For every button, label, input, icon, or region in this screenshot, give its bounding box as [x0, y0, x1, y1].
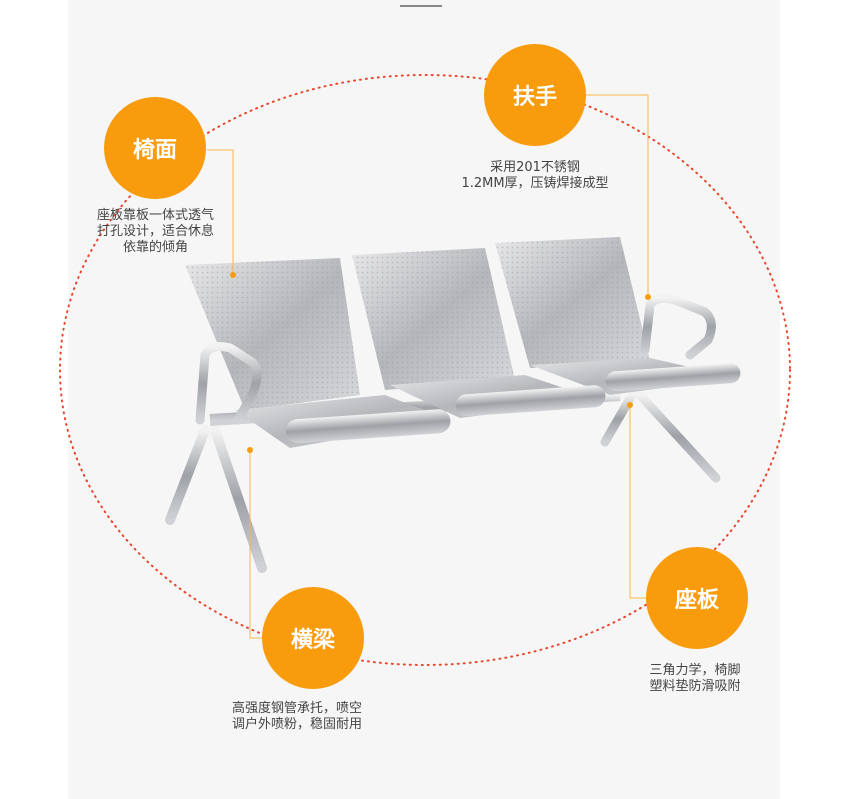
desc-line: 三角力学，椅脚 — [649, 663, 741, 678]
divider — [400, 5, 442, 7]
chair-legs — [165, 390, 721, 573]
leader-dots — [230, 272, 651, 453]
callout-title: 椅面 — [132, 138, 177, 163]
callout-seat-surface-circle: 椅面 — [104, 97, 206, 199]
callout-armrest-circle: 扶手 — [484, 44, 586, 146]
desc-line: 调户外喷粉，稳固耐用 — [232, 717, 363, 732]
callout-armrest-desc: 采用201不锈钢 1.2MM厚，压铸焊接成型 — [430, 160, 640, 192]
desc-line: 打孔设计，适合休息 — [96, 224, 214, 239]
callout-seat-board-circle: 座板 — [646, 547, 748, 649]
leader-lines — [207, 94, 649, 639]
armrests — [195, 293, 716, 425]
desc-line: 1.2MM厚，压铸焊接成型 — [461, 176, 609, 191]
desc-line: 座板靠板一体式透气 — [96, 208, 214, 223]
callout-seat-board-desc: 三角力学，椅脚 塑料垫防滑吸附 — [630, 663, 760, 695]
chair-seats — [235, 358, 741, 448]
callout-beam-circle: 横梁 — [262, 587, 364, 689]
desc-line: 依靠的倾角 — [122, 240, 188, 255]
callout-seat-surface-desc: 座板靠板一体式透气 打孔设计，适合休息 依靠的倾角 — [78, 208, 233, 256]
desc-line: 塑料垫防滑吸附 — [649, 679, 741, 694]
dotted-ellipse — [59, 74, 791, 666]
callout-title: 横梁 — [290, 628, 335, 653]
desc-line: 高强度钢管承托，喷空 — [232, 701, 363, 716]
callout-title: 扶手 — [512, 85, 557, 110]
callout-title: 座板 — [674, 588, 719, 613]
desc-line: 采用201不锈钢 — [490, 160, 580, 175]
callout-beam-desc: 高强度钢管承托，喷空 调户外喷粉，稳固耐用 — [232, 701, 402, 733]
chair-backs — [185, 237, 650, 410]
